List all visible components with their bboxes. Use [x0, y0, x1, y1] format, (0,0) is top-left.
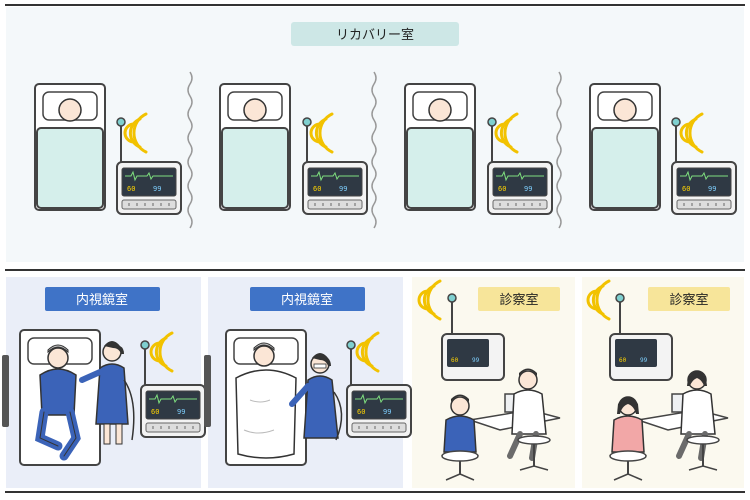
exam-room-label-box — [478, 287, 560, 311]
patient-icon — [235, 342, 297, 459]
endoscopy-room-label: 内視鏡室 — [76, 292, 128, 308]
endoscopy-room-label-box — [45, 287, 160, 311]
recovery-room-label: リカバリー室 — [336, 27, 414, 43]
exam-room-background — [412, 277, 575, 488]
vital-monitor-icon: 60 99 — [441, 293, 505, 381]
vital-monitor-icon: 60 99 — [609, 293, 673, 381]
hospital-bed-icon — [219, 83, 291, 211]
exam-room-label-box — [648, 287, 730, 311]
chair-icon — [441, 450, 479, 481]
endoscopy-room-1: 内視鏡室 — [2, 277, 206, 488]
exam-room-1: 診察室 60 99 — [412, 277, 575, 488]
nurse-icon — [79, 341, 135, 445]
exam-room-2: 診察室 60 99 — [582, 277, 744, 488]
patient-icon — [443, 394, 477, 453]
svg-text:60: 60 — [619, 357, 627, 364]
door-handle — [204, 355, 211, 427]
svg-text:60: 60 — [451, 357, 459, 364]
recovery-room-label-box — [291, 22, 459, 46]
endoscopy-room-2: 内視鏡室 — [204, 277, 412, 488]
hospital-bed-icon — [404, 83, 476, 211]
door-handle — [2, 355, 9, 427]
exam-room-background — [582, 277, 744, 488]
exam-room-label: 診察室 — [669, 292, 708, 308]
svg-text:99: 99 — [472, 357, 480, 364]
endoscopy-room-label-box — [250, 287, 365, 311]
recovery-room: リカバリー室 — [5, 4, 745, 271]
patient-icon — [611, 396, 645, 453]
nurse-icon — [289, 353, 343, 441]
svg-text:99: 99 — [640, 357, 648, 364]
doctor-icon — [676, 370, 720, 471]
chair-icon — [609, 450, 647, 481]
hospital-bed-icon — [589, 83, 661, 211]
exam-room-label: 診察室 — [499, 292, 538, 308]
hospital-bed-icon — [34, 83, 106, 211]
patient-icon — [35, 344, 81, 461]
doctor-icon — [507, 368, 551, 471]
endoscopy-room-label: 内視鏡室 — [281, 292, 333, 308]
